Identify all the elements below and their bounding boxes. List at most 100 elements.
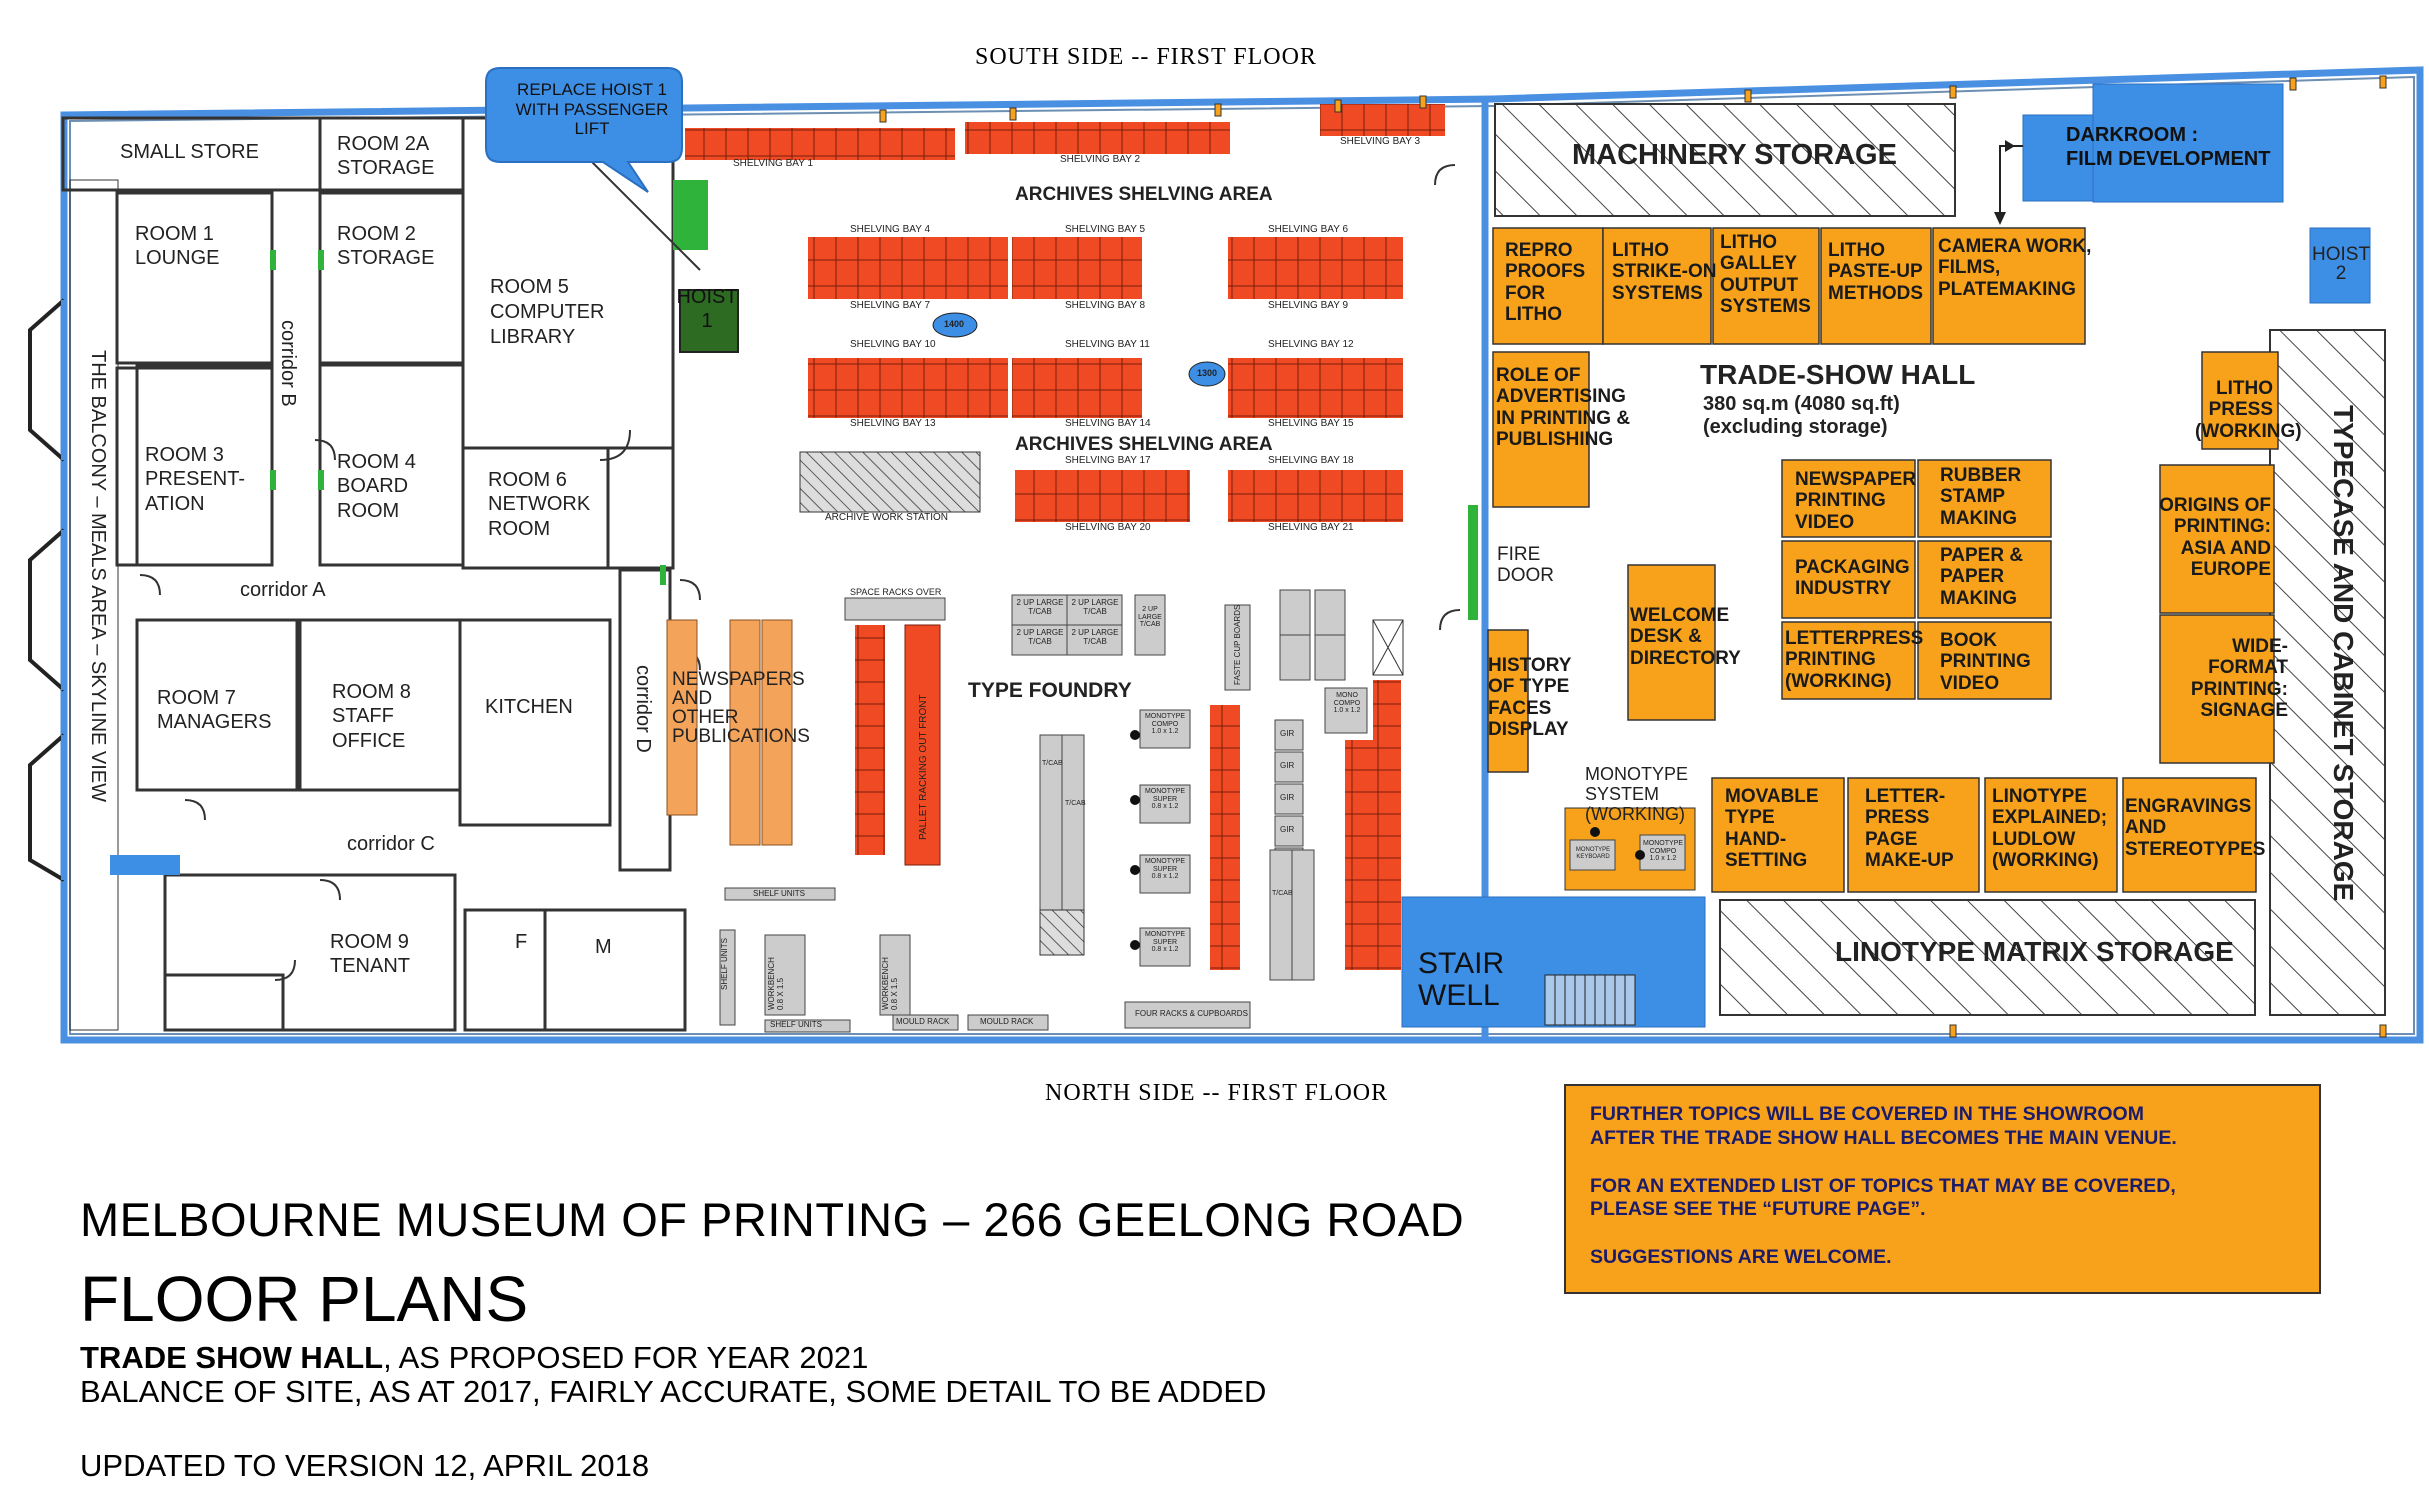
room-7-label: ROOM 7 MANAGERS [157,687,272,734]
exhibit-box [1781,459,1916,538]
stair-well-label: STAIR WELL [1418,947,1505,1013]
mould-rack-label-2: MOULD RACK [980,1017,1034,1026]
shelving-bay-label: SHELVING BAY 6 [1268,224,1349,235]
shelving-bay-label: SHELVING BAY 3 [1340,136,1421,147]
small-store-label: SMALL STORE [120,141,259,163]
room-9-label: ROOM 9 TENANT [330,931,410,978]
exhibit-box [1932,227,2086,345]
type-foundry-title: TYPE FOUNDRY [968,679,1132,702]
tcab-label-1: T/CAB [1042,760,1063,767]
exhibit-box [1487,629,1529,773]
shelving-bay-label: SHELVING BAY 14 [1065,418,1151,429]
hoist-1-label: HOIST 1 [676,286,738,333]
two-up-large-a: 2 UP LARGE T/CAB [1016,598,1064,616]
exhibit-label: REPRO PROOFS FOR LITHO [1505,240,1586,325]
hoist-1-green-top [673,180,708,250]
archives-shelving [685,104,1445,522]
shelving-bay-label: SHELVING BAY 10 [850,339,936,350]
gir-label-2: GIR [1280,761,1295,770]
exhibit-label: LETTERPRESS PRINTING (WORKING) [1785,628,1924,692]
newspapers-label: NEWSPAPERS AND OTHER PUBLICATIONS [672,669,810,747]
notes-line-3: FOR AN EXTENDED LIST OF TOPICS THAT MAY … [1590,1174,2176,1197]
balcony-label: THE BALCONY – MEALS AREA – SKYLINE VIEW [87,350,109,803]
exhibit-box [1627,564,1716,721]
exhibit-label: HISTORY OF TYPE FACES DISPLAY [1488,655,1572,740]
gir-label-3: GIR [1280,793,1295,802]
monotype-keyboard-label: MONOTYPE KEYBOARD [1575,847,1611,860]
door-marks-green [270,250,1478,620]
shelf-units-top-label: SHELF UNITS [753,889,806,898]
space-racks-label: SPACE RACKS OVER [850,587,942,597]
type-foundry [666,589,1404,1033]
gir-label-4: GIR [1280,825,1295,834]
exhibit-label: ROLE OF ADVERTISING IN PRINTING & PUBLIS… [1496,365,1631,450]
exhibit-label: WIDE- FORMAT PRINTING: SIGNAGE [2190,636,2288,721]
exhibit-box [1984,777,2118,893]
machinery-storage [1494,103,1956,217]
corridor-a-label: corridor A [240,579,326,601]
shelving-bay-label: SHELVING BAY 15 [1268,418,1354,429]
two-up-large-b: 2 UP LARGE T/CAB [1071,598,1119,616]
exhibit-label: CAMERA WORK, FILMS, PLATEMAKING [1938,236,2092,300]
exhibit-label: LITHO STRIKE-ON SYSTEMS [1612,240,1717,304]
room-5-label: ROOM 5 COMPUTER LIBRARY [490,276,605,348]
shelving-bay-label: SHELVING BAY 21 [1268,522,1354,533]
exhibit-box [1917,621,2052,700]
shelf-units-bottom-label: SHELF UNITS [770,1020,823,1029]
footer-title: MELBOURNE MUSEUM OF PRINTING – 266 GEELO… [80,1193,1465,1246]
south-side-header: SOUTH SIDE -- FIRST FLOOR [975,44,1317,70]
two-up-large-c: 2 UP LARGE T/CAB [1016,628,1064,646]
darkroom-label: DARKROOM : FILM DEVELOPMENT [2066,124,2271,170]
exhibit-box [1917,540,2052,619]
linotype-matrix-storage [1719,899,2256,1016]
notes-text: FURTHER TOPICS WILL BE COVERED IN THE SH… [1590,1103,2310,1270]
typecase-storage-label: TYPECASE AND CABINET STORAGE [2328,405,2359,902]
notes-line-5: SUGGESTIONS ARE WELCOME. [1590,1246,1892,1269]
kitchen-label: KITCHEN [485,696,573,718]
exhibit-box [1492,351,1590,508]
exhibit-box [1711,777,1845,893]
corridor-b-label: corridor B [277,320,299,407]
north-side-header: NORTH SIDE -- FIRST FLOOR [1045,1080,1389,1106]
footer-trade-rest: , AS PROPOSED FOR YEAR 2021 [383,1340,869,1375]
notes-line-2: AFTER THE TRADE SHOW HALL BECOMES THE MA… [1590,1126,2177,1149]
shelving-bay-label: SHELVING BAY 4 [850,224,931,235]
monotype-super-label-2: MONOTYPE SUPER 0.8 x 1.2 [1144,858,1186,881]
hoist-2-label: HOIST 2 [2312,244,2371,284]
mould-rack-label-1: MOULD RACK [896,1017,950,1026]
exhibit-label: ORIGINS OF PRINTING: ASIA AND EUROPE [2159,495,2271,580]
exhibit-label: WELCOME DESK & DIRECTORY [1630,605,1741,669]
shelving-bay-label: SHELVING BAY 18 [1268,455,1354,466]
shelving-bay-label: SHELVING BAY 2 [1060,154,1141,165]
room-4-label: ROOM 4 BOARD ROOM [337,451,416,522]
footer-balance: BALANCE OF SITE, AS AT 2017, FAIRLY ACCU… [80,1374,1267,1409]
archives-area-label-2: ARCHIVES SHELVING AREA [1015,434,1273,455]
notes-line-4: PLEASE SEE THE “FUTURE PAGE”. [1590,1198,1926,1221]
footer-updated: UPDATED TO VERSION 12, APRIL 2018 [80,1448,650,1483]
exhibit-label: RUBBER STAMP MAKING [1940,465,2022,529]
shelving-bay-label: SHELVING BAY 1 [733,158,814,169]
office-wing [61,116,687,1032]
exhibit-label: LITHO GALLEY OUTPUT SYSTEMS [1720,232,1811,317]
pallet-racking-label: PALLET RACKING OUT FRONT [918,694,929,840]
corridor-d-label: corridor D [632,665,654,753]
four-racks-label: FOUR RACKS & CUPBOARDS [1135,1009,1248,1018]
f-label: F [515,931,528,953]
shelving-bay-label: SHELVING BAY 13 [850,418,936,429]
archive-work-station-label: ARCHIVE WORK STATION [825,512,948,523]
hoist-2 [2309,227,2371,304]
room-8-label: ROOM 8 STAFF OFFICE [332,681,411,752]
building-outer-wall [60,66,2424,1044]
monotype-compo-small-label: MONOTYPE COMPO 1.0 x 1.2 [1642,840,1684,863]
room-2a-label: ROOM 2A STORAGE [337,133,435,180]
replace-hoist-callout [485,67,683,193]
shelf-units-side-label: SHELF UNITS [720,937,729,990]
blue-fixture [110,855,180,875]
room-3-label: ROOM 3 PRESENT- ATION [145,444,246,515]
monotype-super-label-3: MONOTYPE SUPER 0.8 x 1.2 [1144,931,1186,954]
exhibit-label: PACKAGING INDUSTRY [1795,557,1910,600]
archives-area-label-1: ARCHIVES SHELVING AREA [1015,184,1273,205]
hoist-1 [679,289,739,353]
monotype-compo-label: MONOTYPE COMPO 1.0 x 1.2 [1144,713,1186,736]
marker-1300-label: 1300 [1197,368,1218,378]
